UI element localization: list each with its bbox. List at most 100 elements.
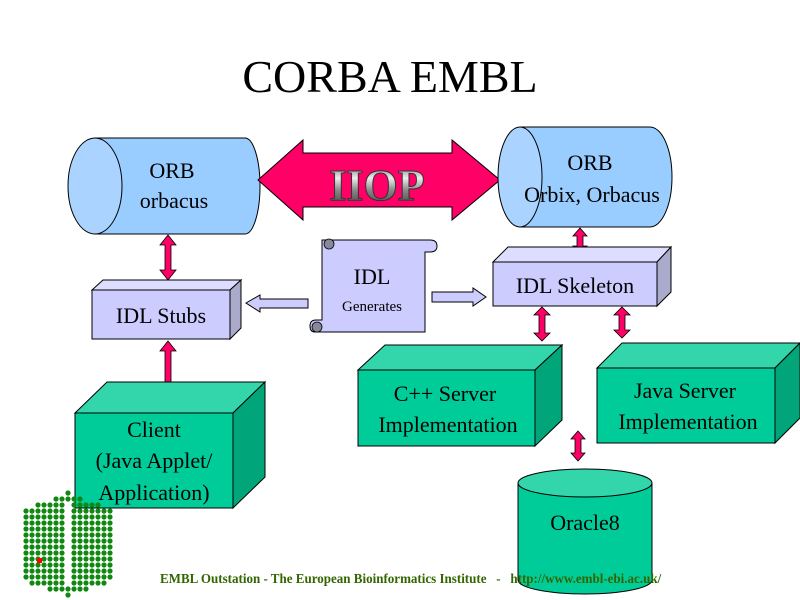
- logo-dot: [41, 556, 47, 562]
- iiop-arrow: IIOP: [257, 138, 501, 222]
- logo-dot: [71, 562, 77, 568]
- orb-left-label-2: orbacus: [140, 188, 208, 213]
- logo-dot: [107, 508, 113, 514]
- logo-dot: [53, 496, 59, 502]
- logo-dot: [107, 568, 113, 574]
- logo-dot: [47, 520, 53, 526]
- logo-dot: [95, 532, 101, 538]
- logo-dot: [29, 538, 35, 544]
- logo-dot: [83, 568, 89, 574]
- logo-dot: [107, 556, 113, 562]
- arrow-server-to-oracle: [570, 430, 586, 462]
- logo-dot: [71, 520, 77, 526]
- logo-dot: [65, 586, 71, 592]
- logo-dot: [95, 526, 101, 532]
- idl-scroll-label-1: IDL: [354, 264, 391, 289]
- logo-dot: [83, 514, 89, 520]
- logo-dot: [71, 508, 77, 514]
- logo-dot: [101, 574, 107, 580]
- logo-dot: [95, 538, 101, 544]
- logo-dot: [89, 502, 95, 508]
- logo-dot: [77, 514, 83, 520]
- logo-dot: [95, 562, 101, 568]
- logo-dot: [77, 568, 83, 574]
- logo-dot: [23, 556, 29, 562]
- logo-dot: [101, 532, 107, 538]
- logo-dot: [41, 508, 47, 514]
- logo-dot: [59, 580, 65, 586]
- logo-dot: [107, 550, 113, 556]
- logo-dot: [35, 532, 41, 538]
- logo-dot: [107, 514, 113, 520]
- java-server-box: Java Server Implementation: [595, 342, 800, 445]
- logo-dot: [23, 508, 29, 514]
- idl-skeleton-box: IDL Skeleton: [491, 245, 673, 308]
- logo-dot: [107, 520, 113, 526]
- oracle-cylinder: Oracle8: [517, 468, 653, 595]
- logo-dot: [71, 514, 77, 520]
- logo-dot: [77, 520, 83, 526]
- logo-dot: [35, 568, 41, 574]
- logo-dot: [59, 526, 65, 532]
- logo-dot: [83, 538, 89, 544]
- logo-dot: [101, 526, 107, 532]
- logo-dot: [41, 550, 47, 556]
- logo-dot: [23, 574, 29, 580]
- logo-dot: [95, 508, 101, 514]
- logo-dot: [77, 532, 83, 538]
- logo-dot: [95, 502, 101, 508]
- logo-dot: [59, 538, 65, 544]
- logo-dot: [47, 562, 53, 568]
- logo-dot: [95, 568, 101, 574]
- logo-dot: [101, 514, 107, 520]
- logo-dot: [47, 556, 53, 562]
- logo-dot: [89, 538, 95, 544]
- logo-dot: [77, 544, 83, 550]
- logo-dot: [41, 532, 47, 538]
- logo-dot: [23, 562, 29, 568]
- logo-dot: [41, 568, 47, 574]
- logo-dot: [107, 532, 113, 538]
- logo-dot: [65, 490, 71, 496]
- logo-dot: [41, 514, 47, 520]
- logo-dot: [77, 550, 83, 556]
- logo-dot: [35, 544, 41, 550]
- logo-dot: [23, 514, 29, 520]
- logo-dot: [29, 574, 35, 580]
- logo-dot: [35, 526, 41, 532]
- logo-dot: [65, 592, 71, 598]
- logo-dot: [83, 580, 89, 586]
- logo-dot: [77, 496, 83, 502]
- logo-dot: [107, 526, 113, 532]
- logo-dot: [41, 526, 47, 532]
- logo-dot: [59, 544, 65, 550]
- logo-dot: [107, 574, 113, 580]
- logo-dot: [47, 502, 53, 508]
- logo-dot: [59, 502, 65, 508]
- logo-dot: [77, 580, 83, 586]
- logo-dot: [35, 562, 41, 568]
- logo-dot: [47, 514, 53, 520]
- arrow-skeleton-to-cpp: [533, 306, 551, 342]
- logo-dot: [53, 502, 59, 508]
- logo-dot: [71, 502, 77, 508]
- logo-dot: [47, 538, 53, 544]
- logo-dot: [83, 520, 89, 526]
- cpp-server-label-2: Implementation: [378, 412, 517, 437]
- logo-dot: [29, 508, 35, 514]
- logo-dot: [23, 520, 29, 526]
- logo-dot: [29, 568, 35, 574]
- logo-dot: [53, 580, 59, 586]
- arrow-idl-to-skeleton: [431, 287, 487, 307]
- logo-dot: [47, 586, 53, 592]
- logo-dot: [89, 526, 95, 532]
- logo-dot: [83, 550, 89, 556]
- orb-left-label-1: ORB: [149, 158, 194, 183]
- logo-dot: [71, 496, 77, 502]
- logo-dot: [89, 544, 95, 550]
- logo-dot: [47, 508, 53, 514]
- logo-dot: [65, 496, 71, 502]
- logo-dot: [41, 502, 47, 508]
- logo-dot: [89, 550, 95, 556]
